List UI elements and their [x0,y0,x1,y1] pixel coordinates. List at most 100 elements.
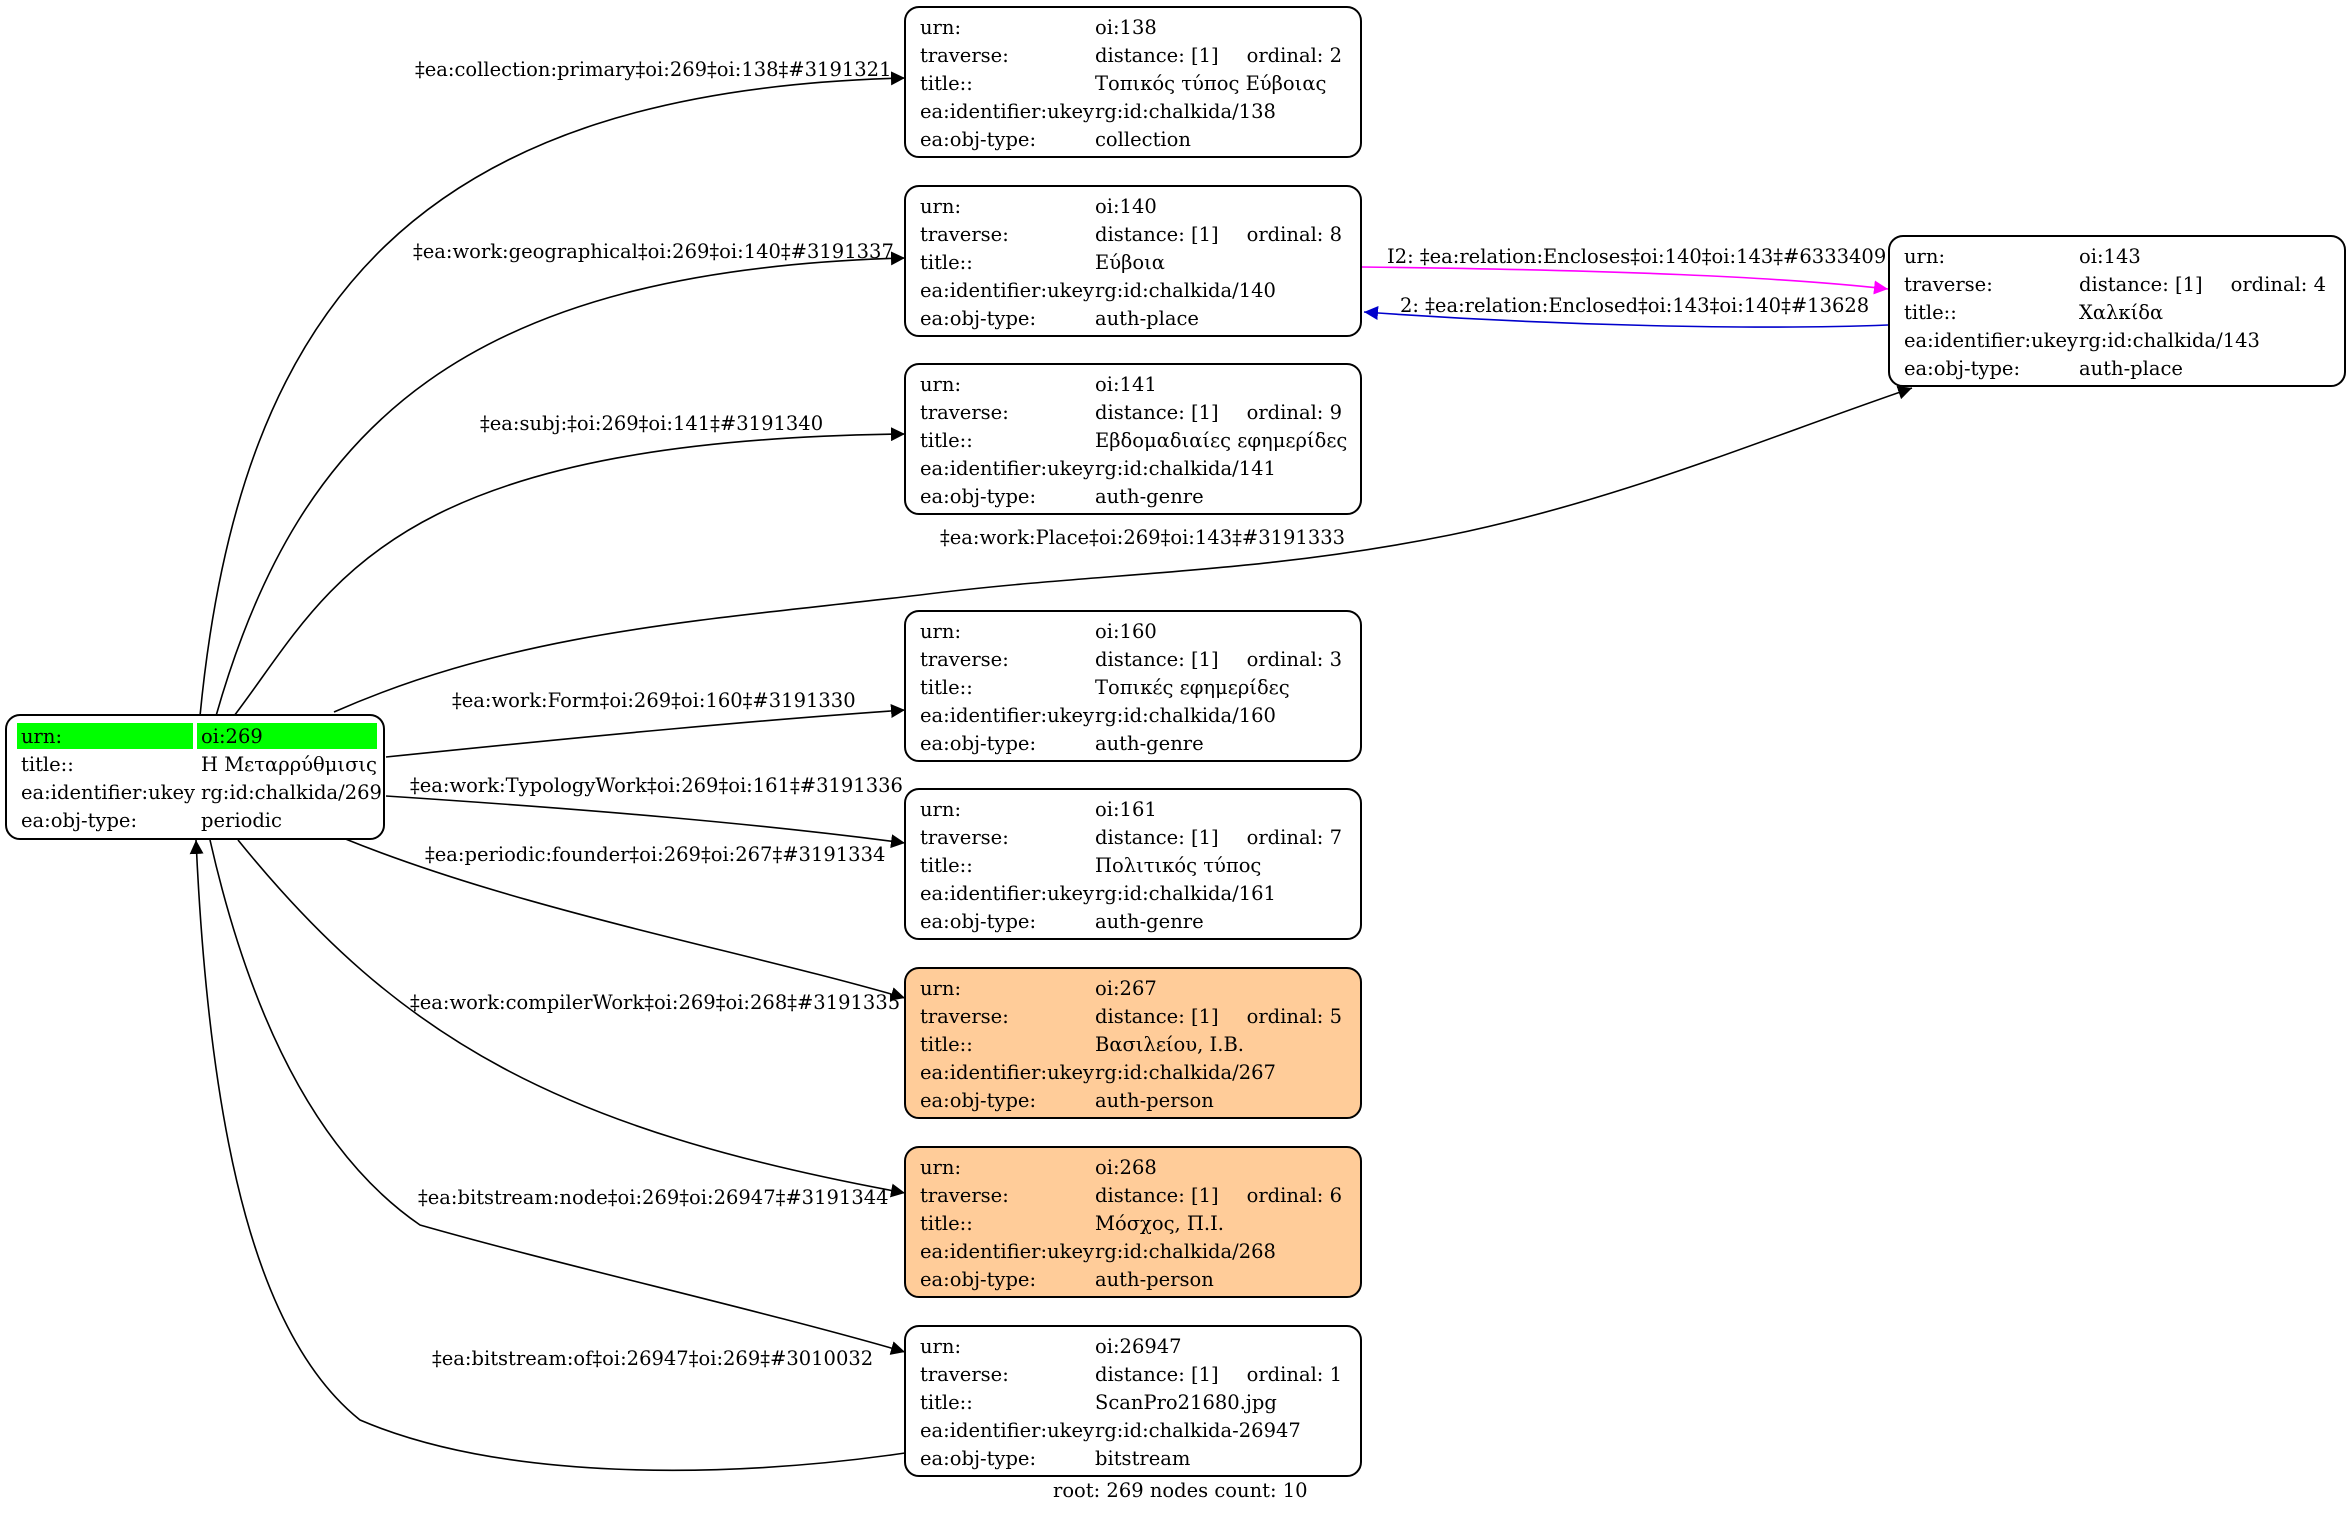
root-type-key: ea:obj-type: [21,808,138,832]
type-key: ea:obj-type: [920,484,1037,508]
edge-label: I2: ‡ea:relation:Encloses‡oi:140‡oi:143‡… [1387,245,1886,268]
edge-collection-primary [199,71,906,717]
edge-label: ‡ea:work:Form‡oi:269‡oi:160‡#3191330 [452,689,856,712]
root-urn-row: urn: oi:269 [17,722,377,750]
ukey-key: ea:identifier:ukey [920,456,1094,480]
node-oi-26947[interactable]: urn:oi:26947 traverse:distance: [1]ordin… [904,1325,1362,1477]
distance-value: distance: [1] [1095,825,1219,849]
distance-value: distance: [1] [1095,1183,1219,1207]
edge-subj [233,427,906,717]
edge-relation-encloses [1361,266,1889,295]
ukey-key: ea:identifier:ukey [920,1060,1094,1084]
ordinal-value: ordinal: 9 [1246,400,1342,424]
ukey-value: rg:id:chalkida/160 [1095,703,1276,727]
edge-label: ‡ea:bitstream:of‡oi:26947‡oi:269‡#301003… [432,1347,873,1370]
edge-label: ‡ea:work:compilerWork‡oi:269‡oi:268‡#319… [410,991,900,1014]
edge-label: ‡ea:subj:‡oi:269‡oi:141‡#3191340 [480,412,823,435]
node-oi-140[interactable]: urn:oi:140 traverse:distance: [1]ordinal… [904,185,1362,337]
node-oi-161[interactable]: urn: oi:161 traverse: distance: [1] ordinal… [904,788,1362,940]
urn-value: oi:26947 [1095,1334,1182,1358]
type-key: ea:obj-type: [920,909,1037,933]
edge-label: ‡ea:work:geographical‡oi:269‡oi:140‡#319… [413,240,894,263]
urn-value: oi:143 [2079,244,2141,268]
type-value: auth-person [1095,1088,1214,1112]
type-value: bitstream [1095,1446,1191,1470]
type-key: ea:obj-type: [920,1267,1037,1291]
node-oi-143[interactable]: urn:oi:143 traverse:distance: [1]ordinal… [1888,235,2346,387]
title-value: Τοπικός τύπος Εύβοιας [1095,71,1327,95]
ordinal-value: ordinal: 1 [1246,1362,1342,1386]
title-key: title:: [1904,300,1957,324]
node-oi-138[interactable]: urn:oi:138 traverse:distance: [1]ordinal… [904,6,1362,158]
distance-value: distance: [1] [1095,43,1219,67]
edge-label: ‡ea:work:TypologyWork‡oi:269‡oi:161‡#319… [410,774,903,797]
title-value: Μόσχος, Π.Ι. [1095,1211,1224,1235]
edge-label: ‡ea:periodic:founder‡oi:269‡oi:267‡#3191… [425,843,885,866]
ukey-value: rg:id:chalkida/141 [1095,456,1276,480]
urn-value: oi:140 [1095,194,1157,218]
urn-key: urn: [920,372,962,396]
node-oi-268[interactable]: urn:oi:268 traverse:distance: [1]ordinal… [904,1146,1362,1298]
type-value: collection [1095,127,1191,151]
ukey-value: rg:id:chalkida/143 [2079,328,2260,352]
traverse-key: traverse: [920,825,1009,849]
root-ukey-row: ea:identifier:ukey rg:id:chalkida/269 [17,778,382,806]
type-value: auth-genre [1095,909,1204,933]
ordinal-value: ordinal: 7 [1246,825,1342,849]
type-key: ea:obj-type: [920,306,1037,330]
type-key: ea:obj-type: [920,1446,1037,1470]
title-key: title:: [920,1211,973,1235]
traverse-key: traverse: [920,1362,1009,1386]
traverse-key: traverse: [920,222,1009,246]
ukey-key: ea:identifier:ukey [920,99,1094,123]
distance-value: distance: [1] [2079,272,2203,296]
edge-bitstream-node [209,839,906,1355]
edge-bitstream-of [189,839,906,1472]
node-oi-160[interactable]: urn:oi:160 traverse:distance: [1]ordinal… [904,610,1362,762]
distance-value: distance: [1] [1095,400,1219,424]
ukey-key: ea:identifier:ukey [920,278,1094,302]
node-oi-141[interactable]: urn:oi:141 traverse:distance: [1]ordinal… [904,363,1362,515]
traverse-key: traverse: [920,647,1009,671]
traverse-key: traverse: [920,1183,1009,1207]
type-key: ea:obj-type: [1904,356,2021,380]
urn-key: urn: [1904,244,1946,268]
ukey-value: rg:id:chalkida-26947 [1095,1418,1301,1442]
edge-work-compiler [237,839,906,1198]
urn-value: oi:138 [1095,15,1157,39]
title-key: title:: [920,853,973,877]
type-value: auth-place [1095,306,1199,330]
title-value: Πολιτικός τύπος [1095,853,1262,877]
edge-work-geographical [215,251,906,717]
edge-relation-enclosed [1363,306,1889,328]
title-value: Εβδομαδιαίες εφημερίδες [1095,428,1348,452]
traverse-key: traverse: [920,43,1009,67]
ordinal-value: ordinal: 5 [1246,1004,1342,1028]
edge-label: ‡ea:collection:primary‡oi:269‡oi:138‡#31… [415,58,891,81]
urn-value: oi:141 [1095,372,1157,396]
root-title-key: title:: [21,752,74,776]
type-value: auth-person [1095,1267,1214,1291]
graph-footer: root: 269 nodes count: 10 [1053,1479,1308,1502]
traverse-key: traverse: [1904,272,1993,296]
ukey-value: rg:id:chalkida/267 [1095,1060,1276,1084]
urn-key: urn: [920,15,962,39]
urn-key: urn: [920,797,962,821]
distance-value: distance: [1] [1095,1362,1219,1386]
edge-work-form [385,703,906,758]
node-oi-267[interactable]: urn:oi:267 traverse:distance: [1]ordinal… [904,967,1362,1119]
ordinal-value: ordinal: 8 [1246,222,1342,246]
root-node-269[interactable]: urn: oi:269 title:: Η Μεταρρύθμισις ea:i… [5,714,385,840]
title-key: title:: [920,428,973,452]
title-key: title:: [920,250,973,274]
ordinal-value: ordinal: 6 [1246,1183,1342,1207]
ukey-value: rg:id:chalkida/268 [1095,1239,1276,1263]
root-type-value: periodic [201,808,282,832]
ukey-key: ea:identifier:ukey [920,1239,1094,1263]
urn-value: oi:161 [1095,797,1157,821]
ukey-key: ea:identifier:ukey [920,703,1094,727]
type-value: auth-place [2079,356,2183,380]
root-type-row: ea:obj-type: periodic [17,806,373,834]
